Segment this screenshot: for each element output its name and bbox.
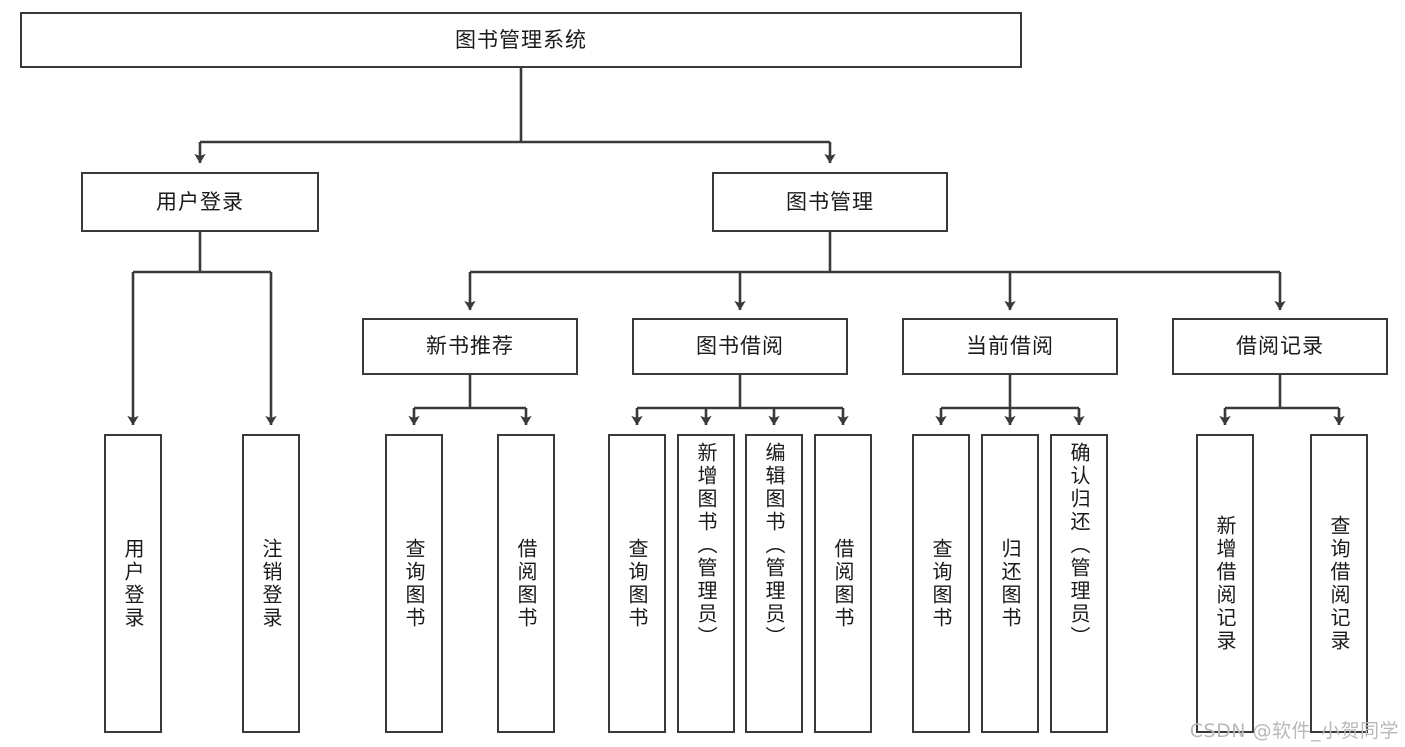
node-user-login[interactable]: 用户登录 — [81, 172, 319, 232]
node-root-book-management-system[interactable]: 图书管理系统 — [20, 12, 1022, 68]
node-book-management[interactable]: 图书管理 — [712, 172, 948, 232]
node-current-borrow[interactable]: 当前借阅 — [902, 318, 1118, 375]
leaf-return-book[interactable]: 归还图书 — [981, 434, 1039, 733]
node-label: 图书管理 — [786, 189, 874, 214]
node-label: 查询图书 — [625, 537, 649, 630]
node-label: 当前借阅 — [966, 334, 1054, 359]
node-label: 查询借阅记录 — [1327, 514, 1351, 653]
node-label: 图书管理系统 — [455, 27, 587, 52]
leaf-query-borrow-record[interactable]: 查询借阅记录 — [1310, 434, 1368, 733]
leaf-borrow-book-2[interactable]: 借阅图书 — [814, 434, 872, 733]
leaf-confirm-return-admin[interactable]: 确认归还（管理员） — [1050, 434, 1108, 733]
node-new-book-recommend[interactable]: 新书推荐 — [362, 318, 578, 375]
leaf-add-borrow-record[interactable]: 新增借阅记录 — [1196, 434, 1254, 733]
node-label: 用户登录 — [156, 189, 244, 214]
leaf-logout-login[interactable]: 注销登录 — [242, 434, 300, 733]
leaf-borrow-book-1[interactable]: 借阅图书 — [497, 434, 555, 733]
node-label: 用户登录 — [121, 537, 145, 630]
node-borrow-record[interactable]: 借阅记录 — [1172, 318, 1388, 375]
node-label: 新书推荐 — [426, 334, 514, 359]
leaf-add-book-admin[interactable]: 新增图书（管理员） — [677, 434, 735, 733]
node-label: 归还图书 — [998, 537, 1022, 630]
node-label: 新增借阅记录 — [1213, 514, 1237, 653]
node-label: 确认归还（管理员） — [1067, 442, 1091, 649]
leaf-query-book-3[interactable]: 查询图书 — [912, 434, 970, 733]
leaf-user-login[interactable]: 用户登录 — [104, 434, 162, 733]
node-label: 借阅图书 — [831, 537, 855, 630]
leaf-query-book-1[interactable]: 查询图书 — [385, 434, 443, 733]
node-label: 编辑图书（管理员） — [762, 442, 786, 649]
csdn-watermark: CSDN @软件_小贺同学 — [1189, 720, 1399, 742]
node-label: 图书借阅 — [696, 334, 784, 359]
node-label: 查询图书 — [402, 537, 426, 630]
leaf-query-book-2[interactable]: 查询图书 — [608, 434, 666, 733]
node-label: 借阅记录 — [1236, 334, 1324, 359]
node-label: 借阅图书 — [514, 537, 538, 630]
node-label: 查询图书 — [929, 537, 953, 630]
node-label: 新增图书（管理员） — [694, 442, 718, 649]
node-book-borrow[interactable]: 图书借阅 — [632, 318, 848, 375]
node-label: 注销登录 — [259, 537, 283, 630]
leaf-edit-book-admin[interactable]: 编辑图书（管理员） — [745, 434, 803, 733]
